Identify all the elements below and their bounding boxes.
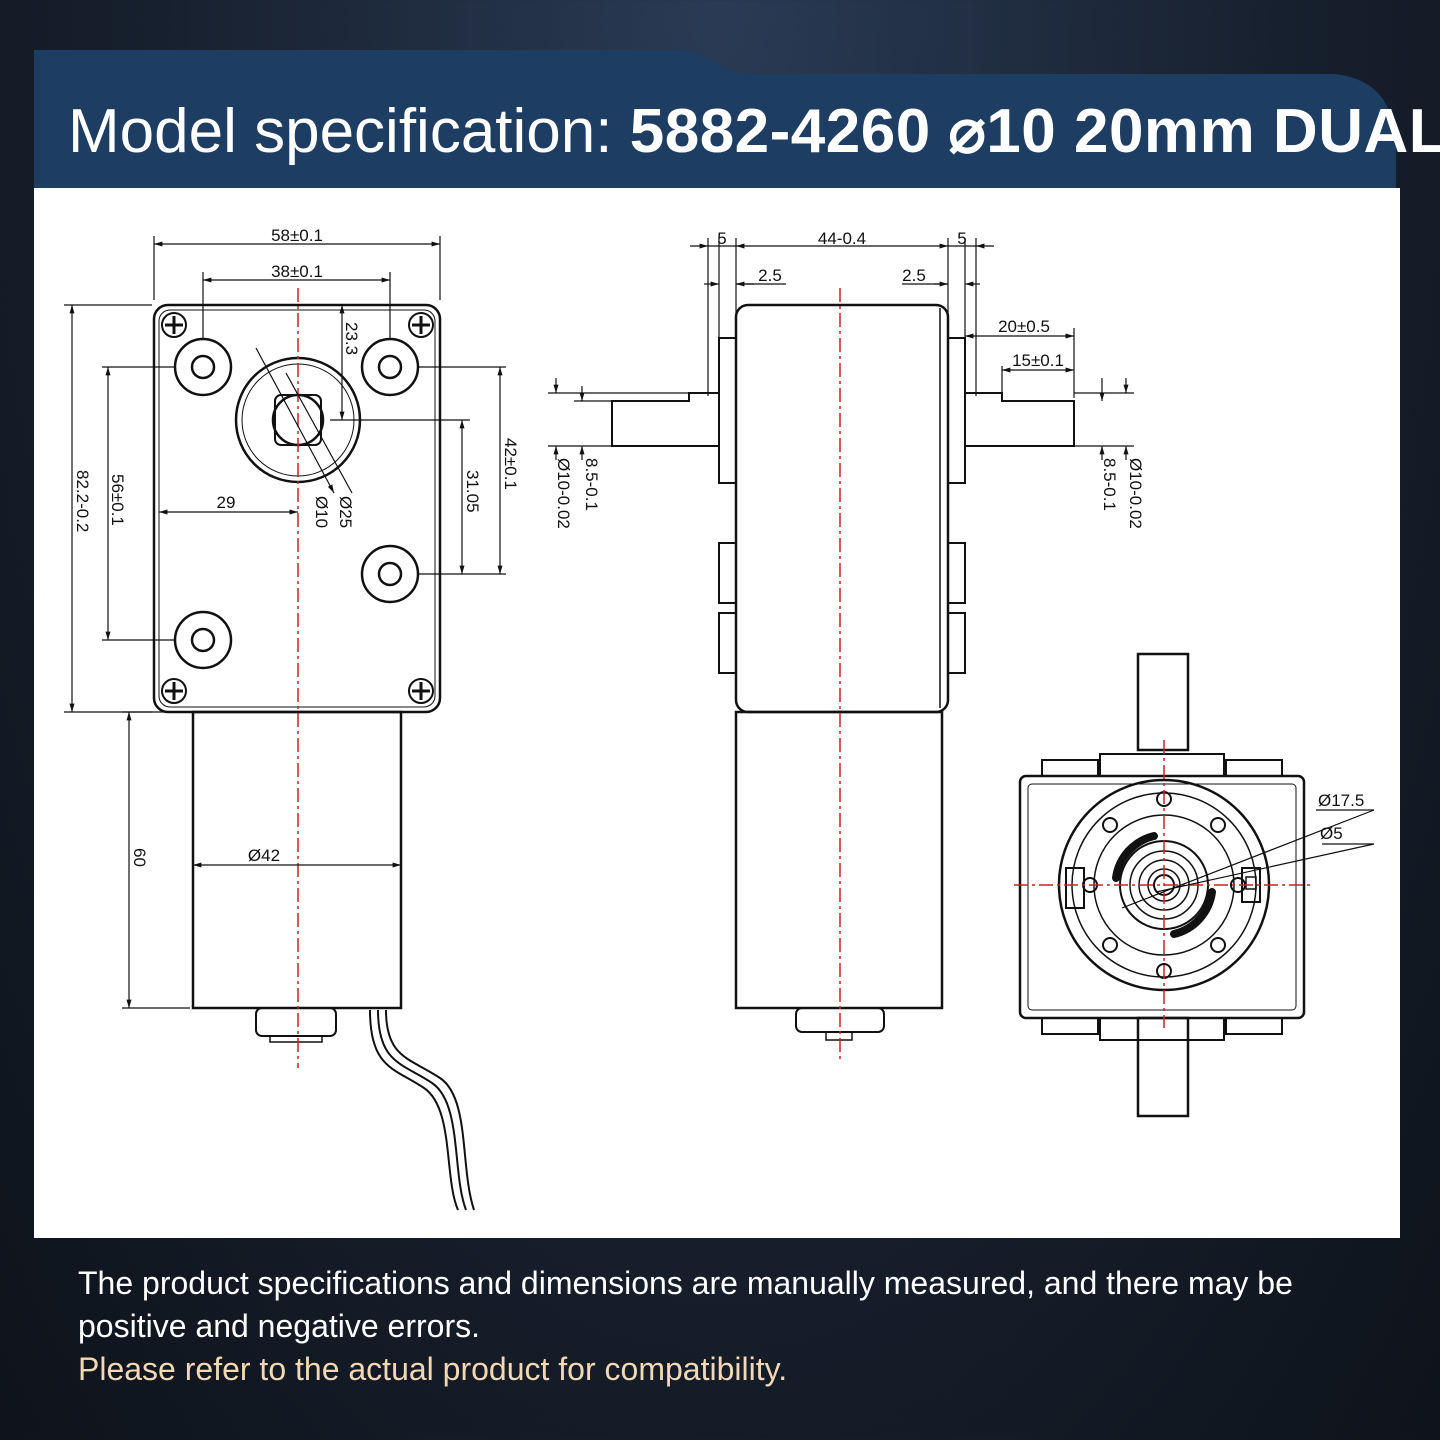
footer: The product specifications and dimension… (78, 1262, 1368, 1391)
dim-flat-length: 15±0.1 (1012, 351, 1064, 370)
dim-right-flat: 8.5-0.1 (1100, 458, 1119, 511)
dim-motor-length: 60 (130, 848, 149, 867)
dim-left-flange: 5 (717, 229, 726, 248)
side-view (611, 303, 1075, 1041)
end-centerlines (1014, 740, 1314, 1028)
dim-end-shaft-dia: Ø5 (1320, 824, 1343, 843)
dim-shaft-offset-left: 29 (217, 493, 236, 512)
side-dimension-labels: 5 44-0.4 5 2.5 2.5 20±0.5 15±0.1 Ø10-0.0… (554, 229, 1145, 529)
end-view (1018, 652, 1306, 1118)
dim-hole-spacing-right: 42±0.1 (501, 438, 520, 490)
drawing-sheet: 58±0.1 38±0.1 23.3 82.2-0.2 56±0.1 42±0.… (34, 188, 1400, 1238)
dim-right-step: 2.5 (902, 266, 926, 285)
page-title: Model specification: 5882-4260 ⌀10 20mm … (68, 92, 1440, 172)
dim-hole-spacing-y: 56±0.1 (108, 474, 127, 526)
dim-boss-dia: Ø25 (336, 496, 355, 528)
dim-motor-dia: Ø42 (248, 846, 280, 865)
dim-shaft-length: 20±0.5 (998, 317, 1050, 336)
side-dimensions (548, 238, 1134, 460)
mounting-hole (173, 337, 420, 670)
dim-right-shaft-dia: Ø10-0.02 (1126, 458, 1145, 529)
dim-height: 82.2-0.2 (73, 470, 92, 532)
dim-end-boss-dia: Ø17.5 (1318, 791, 1364, 810)
front-dimensions (64, 236, 506, 1009)
dim-left-shaft-dia: Ø10-0.02 (554, 458, 573, 529)
header-tab (34, 50, 1396, 190)
dim-left-step: 2.5 (758, 266, 782, 285)
model-name: 5882-4260 ⌀10 20mm DUAL (629, 97, 1440, 166)
dim-shaft-dia: Ø10 (312, 496, 331, 528)
dim-hole-offset: 31.05 (463, 470, 482, 513)
technical-drawing: 58±0.1 38±0.1 23.3 82.2-0.2 56±0.1 42±0.… (64, 226, 1375, 1211)
end-dimensions (1121, 809, 1375, 909)
dim-width: 58±0.1 (271, 226, 323, 245)
front-dimension-labels: 58±0.1 38±0.1 23.3 82.2-0.2 56±0.1 42±0.… (73, 226, 520, 867)
dim-right-flange: 5 (957, 229, 966, 248)
dim-hole-spacing-x: 38±0.1 (271, 262, 323, 281)
dim-body-width: 44-0.4 (818, 229, 866, 248)
dim-shaft-offset-top: 23.3 (342, 322, 361, 355)
dim-left-flat: 8.5-0.1 (582, 458, 601, 511)
end-dimension-labels: Ø17.5 Ø5 (1318, 791, 1364, 843)
title-label: Model specification: (68, 97, 613, 166)
compatibility-note: Please refer to the actual product for c… (78, 1351, 788, 1387)
screw-icon (161, 312, 434, 704)
disclaimer-text: The product specifications and dimension… (78, 1265, 1293, 1344)
front-view (152, 303, 475, 1211)
